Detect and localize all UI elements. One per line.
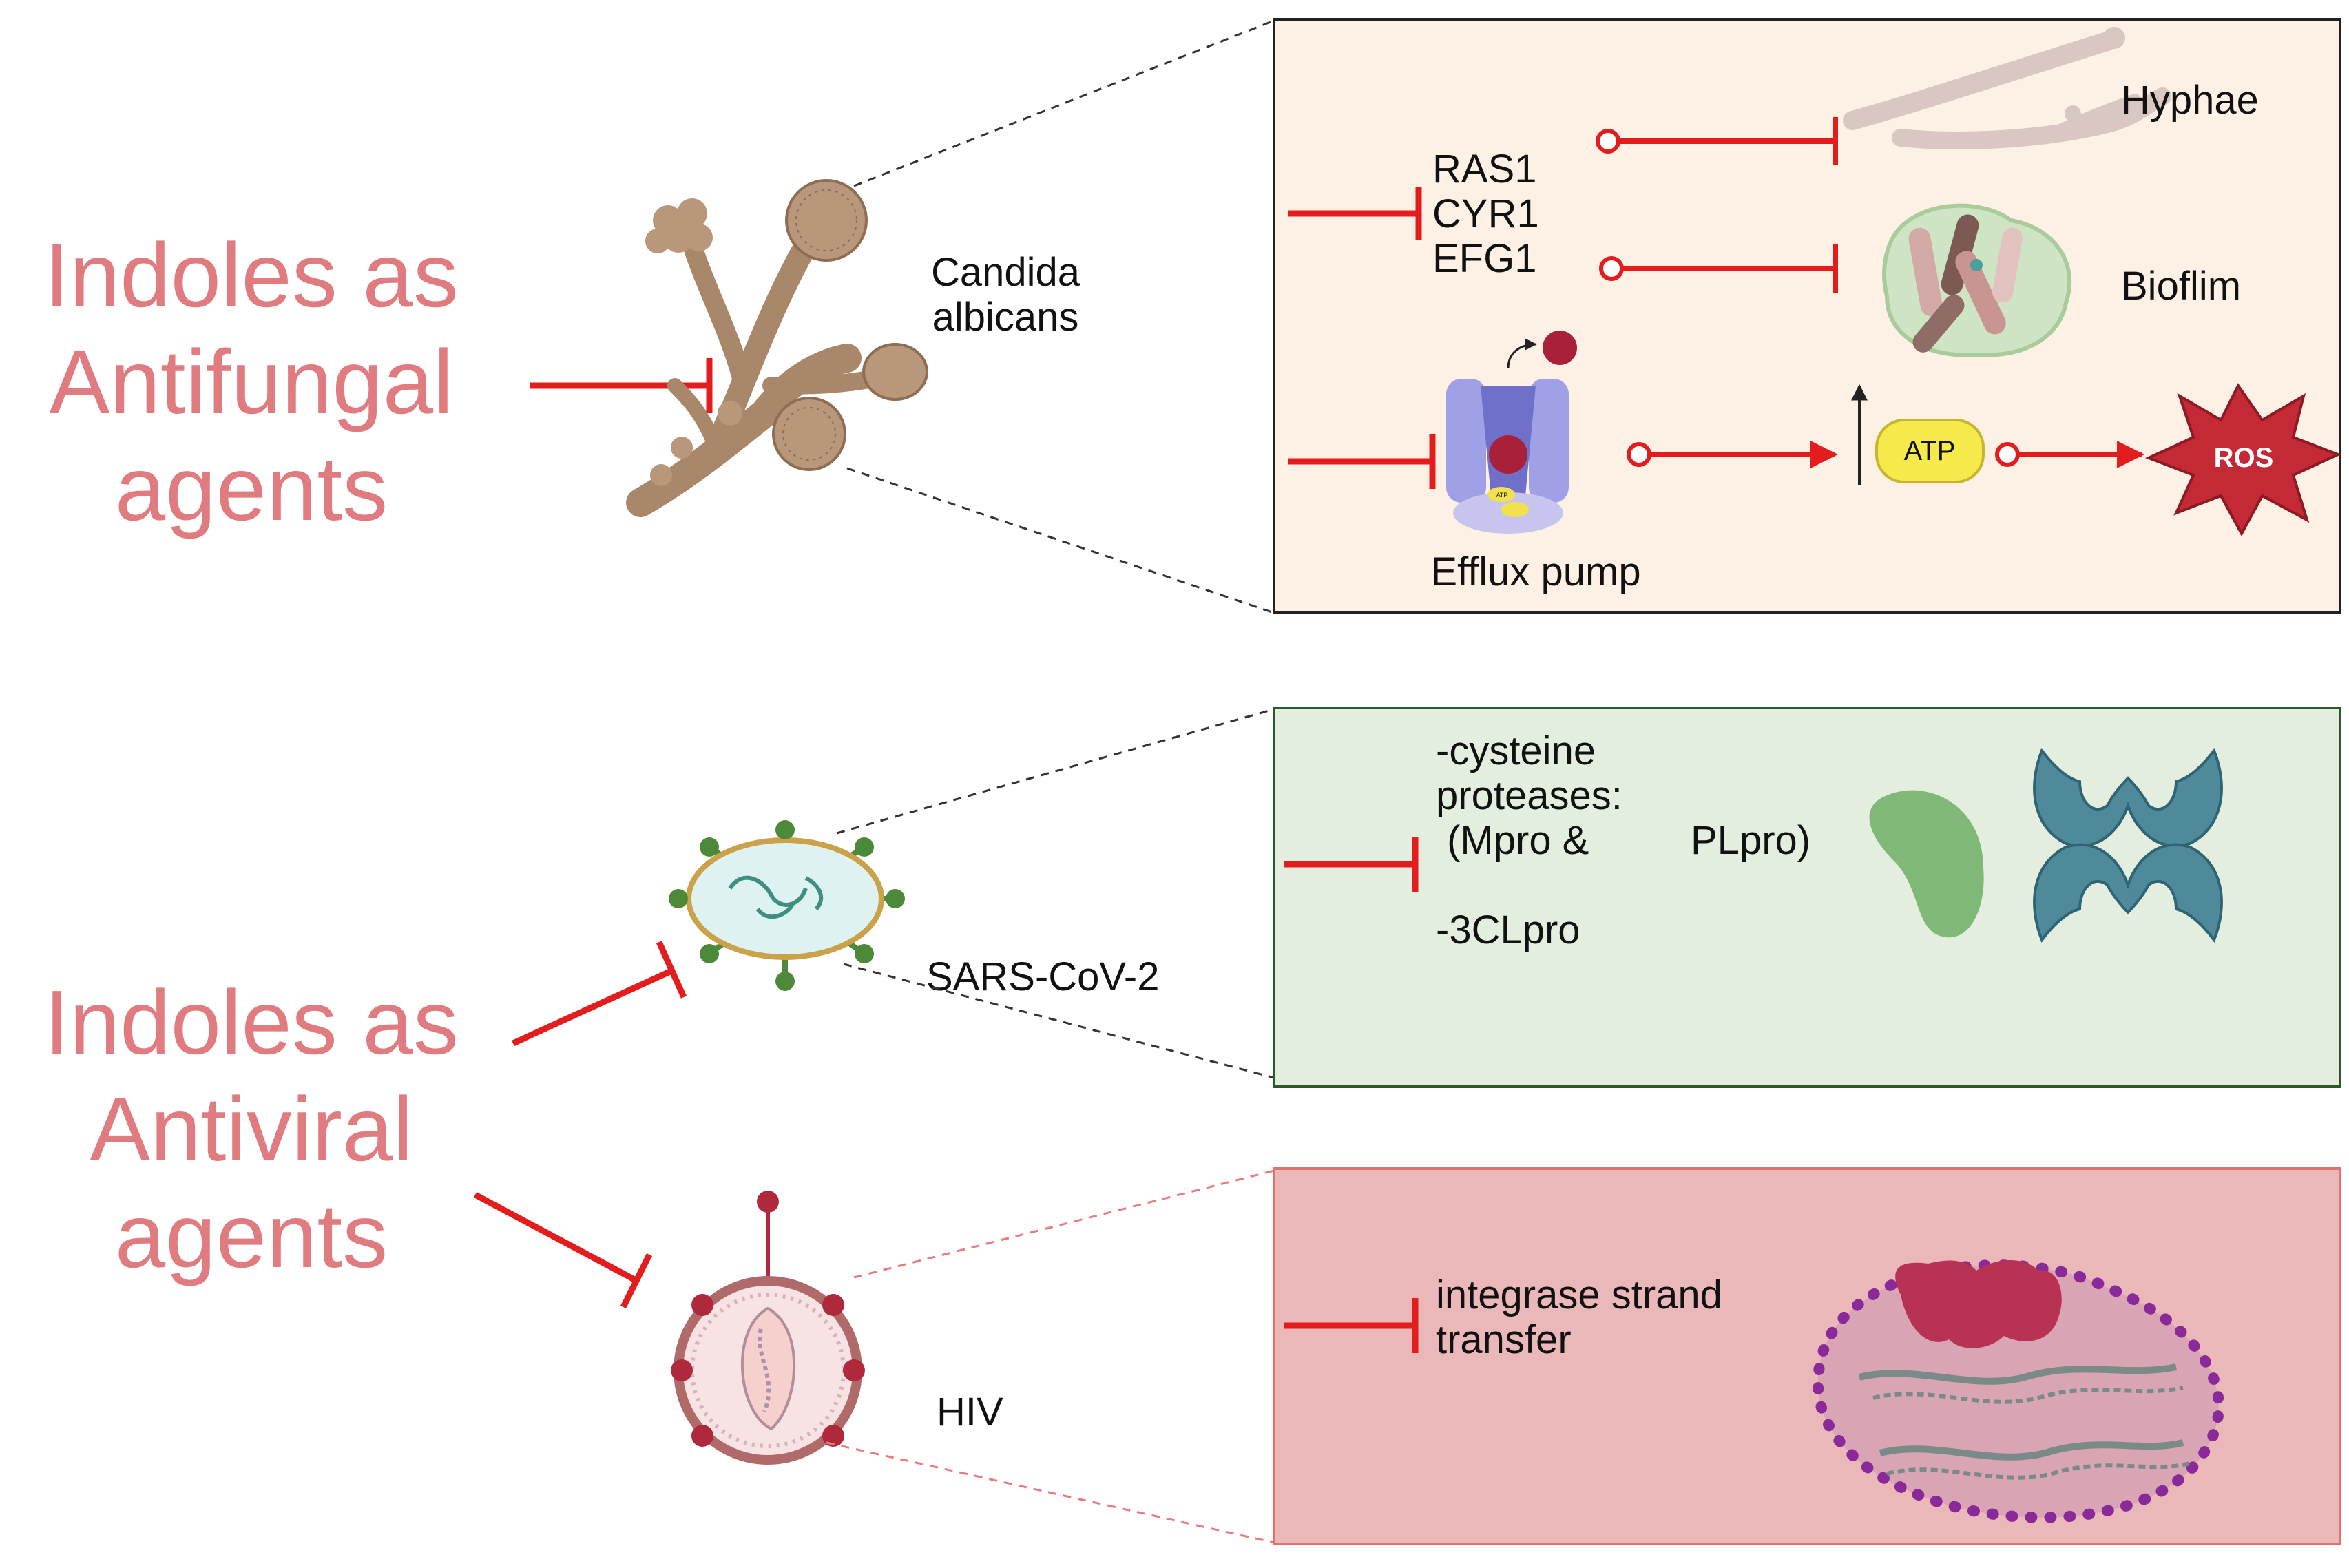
callout-line — [853, 1169, 1275, 1279]
atp-label: ATP — [1904, 436, 1956, 466]
biofilm-label: Bioflim — [2121, 264, 2241, 309]
efflux-pump-icon — [1446, 331, 1577, 534]
gene-cyr1: CYR1 — [1432, 191, 1539, 236]
ros-label: ROS — [2214, 443, 2274, 473]
sars-inhibition-bar — [1284, 837, 1419, 892]
sars-cov-2-icon — [669, 820, 905, 991]
sars-target-line-2: proteases: — [1436, 773, 1622, 818]
antiviral-heading-line-1: Indoles as — [44, 972, 459, 1073]
plpro-protease-icon — [2033, 747, 2223, 943]
hiv-inhibition-bar — [1284, 1298, 1419, 1353]
callout-line — [853, 19, 1275, 187]
hiv-inhibition-arrow — [473, 1192, 653, 1309]
sars-inhibition-arrow — [512, 941, 687, 1047]
antifungal-heading-line-3: agents — [115, 438, 388, 539]
hyphae-icon — [1843, 27, 2171, 149]
integrase-icon — [1812, 1259, 2224, 1523]
callout-line — [846, 467, 1275, 614]
gene-ras1: RAS1 — [1432, 147, 1537, 191]
antifungal-panel — [1273, 18, 2341, 614]
sars-target-line-5: -3CLpro — [1436, 908, 1580, 952]
sars-cov-2-label: SARS-CoV-2 — [926, 954, 1159, 999]
antiviral-heading: Indoles as Antiviral agents — [44, 972, 459, 1286]
sars-panel — [1273, 707, 2341, 1088]
gene-efg1: EFG1 — [1432, 236, 1537, 281]
efflux-pump-label: Efflux pump — [1430, 550, 1640, 594]
antifungal-heading-line-1: Indoles as — [44, 224, 459, 326]
antiviral-heading-line-2: Antiviral — [90, 1078, 413, 1180]
hiv-target-line-2: transfer — [1436, 1317, 1572, 1362]
candida-label-line-2: albicans — [932, 295, 1079, 339]
antifungal-heading-line-2: Antifungal — [49, 331, 453, 432]
biofilm-inhibition-arrow — [1599, 244, 1838, 293]
hiv-target-line-1: integrase strand — [1436, 1273, 1722, 1317]
hyphae-label: Hyphae — [2121, 78, 2259, 123]
biofilm-icon — [1882, 203, 2072, 357]
candida-albicans-icon — [626, 179, 928, 517]
antifungal-heading: Indoles as Antifungal agents — [44, 224, 459, 539]
callout-line — [836, 708, 1275, 835]
hyphae-inhibition-arrow — [1596, 117, 1838, 165]
hiv-icon — [671, 1191, 865, 1465]
efflux-to-atp-arrow — [1627, 441, 1838, 468]
candida-label-line-1: Candida — [931, 250, 1080, 295]
callout-line — [843, 963, 1275, 1079]
ros-icon — [2144, 383, 2342, 537]
antiviral-heading-line-3: agents — [115, 1185, 388, 1286]
callout-line — [826, 1441, 1275, 1544]
atp-icon — [1875, 419, 1985, 483]
sars-target-line-1: -cysteine — [1436, 729, 1596, 773]
mini-atp-label: ATP — [1496, 492, 1508, 499]
gene-inhibition-arrow — [1288, 187, 1422, 240]
efflux-inhibition-arrow — [1288, 434, 1436, 489]
hiv-label: HIV — [937, 1390, 1003, 1434]
atp-to-ros-arrow — [1995, 441, 2144, 468]
mpro-protease-icon — [1869, 790, 1984, 938]
sars-target-line-3: (Mpro & — [1436, 818, 1589, 863]
sars-target-line-4: PLpro) — [1691, 818, 1810, 863]
